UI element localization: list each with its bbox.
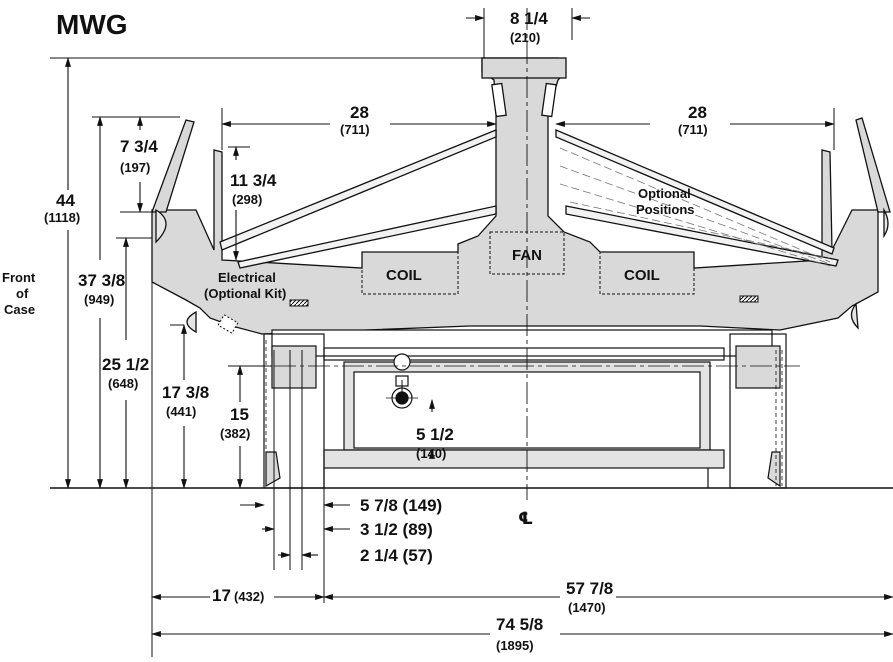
- left-vent: [289, 299, 309, 307]
- dim-rim: 7 3/4: [120, 137, 158, 156]
- dim-h-25: 25 1/2: [102, 355, 149, 374]
- dim-h-15-mm: (382): [220, 426, 250, 441]
- electrical-label-1: Electrical: [218, 270, 276, 285]
- dim-overall-height-mm: (1118): [44, 210, 80, 225]
- dim-left-span-mm: (711): [340, 122, 370, 137]
- front-label-3: Case: [4, 302, 35, 317]
- fan-label: FAN: [512, 247, 542, 264]
- dim-right-span: 28: [688, 103, 707, 122]
- centerline-symbol: ℄: [518, 509, 533, 528]
- dim-well-mm: (140): [416, 446, 446, 461]
- dim-w-17: 17: [212, 586, 231, 605]
- reference-lines: [50, 8, 893, 657]
- dim-w-57-mm: (1470): [568, 600, 606, 615]
- coil-right-label: COIL: [624, 267, 660, 284]
- coil-right-box: [599, 251, 695, 295]
- front-label-1: Front: [2, 270, 36, 285]
- dim-h-37-mm: (949): [84, 292, 114, 307]
- dim-overall-height: 44: [56, 191, 75, 210]
- drawing-title: MWG: [56, 9, 128, 40]
- optional-positions-1: Optional: [638, 186, 691, 201]
- optional-deck-lines: [559, 147, 831, 267]
- dim-h-15: 15: [230, 405, 249, 424]
- dim-offset-2: 2 1/4 (57): [360, 546, 433, 565]
- dim-right-span-mm: (711): [678, 122, 708, 137]
- dim-rim-mm: (197): [120, 160, 150, 175]
- dim-top-width: 8 1/4: [510, 9, 548, 28]
- dim-top-width-mm: (210): [510, 30, 540, 45]
- optional-positions-2: Positions: [636, 202, 695, 217]
- right-vent: [739, 295, 759, 303]
- dim-offset-3: 3 1/2 (89): [360, 520, 433, 539]
- dim-h-37: 37 3/8: [78, 271, 125, 290]
- coil-left-label: COIL: [386, 267, 422, 284]
- front-label-2: of: [16, 286, 29, 301]
- case-base: [263, 329, 787, 489]
- dim-h-25-mm: (648): [108, 376, 138, 391]
- base-hidden-lines: [265, 340, 783, 486]
- dim-h-17-mm: (441): [166, 404, 196, 419]
- dimension-arrows: [65, 15, 893, 637]
- dim-h-17: 17 3/8: [162, 383, 209, 402]
- dim-w-74: 74 5/8: [496, 615, 543, 634]
- electrical-label-2: (Optional Kit): [204, 286, 286, 301]
- coil-left-box: [361, 251, 459, 295]
- dim-w-57: 57 7/8: [566, 579, 613, 598]
- dim-deck: 11 3/4: [230, 171, 277, 190]
- dim-w-74-mm: (1895): [496, 638, 534, 653]
- dim-w-17-mm: (432): [234, 589, 264, 604]
- case-body: [151, 57, 891, 335]
- dim-offset-5: 5 7/8 (149): [360, 496, 442, 515]
- dim-left-span: 28: [350, 103, 369, 122]
- electrical-kit-box: [217, 314, 239, 334]
- dim-deck-mm: (298): [232, 192, 262, 207]
- dim-well: 5 1/2: [416, 425, 454, 444]
